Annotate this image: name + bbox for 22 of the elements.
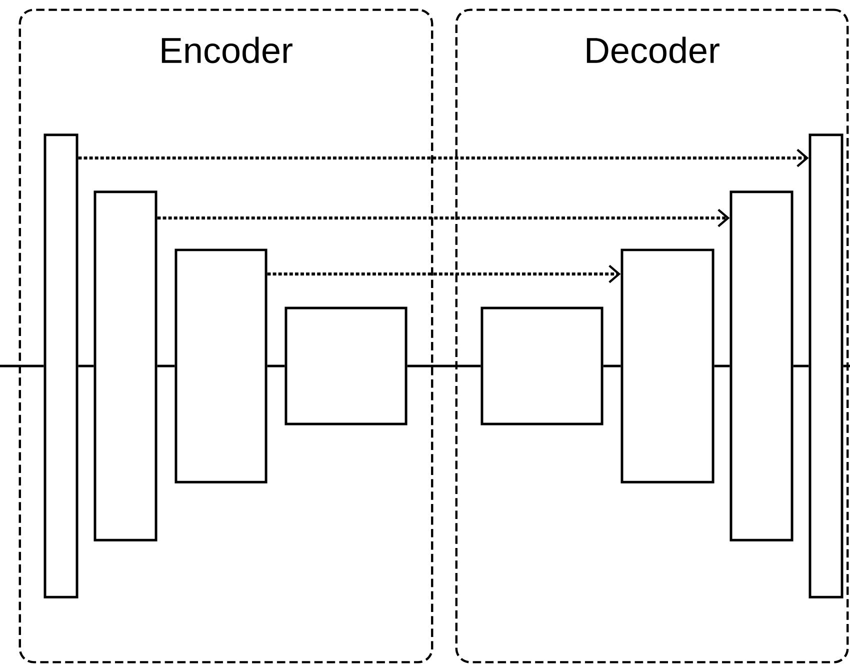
skip-arrow bbox=[78, 148, 809, 168]
connector-line bbox=[843, 364, 850, 368]
connector-line bbox=[267, 364, 285, 368]
layer-box bbox=[480, 306, 604, 426]
skip-arrow bbox=[157, 208, 730, 228]
layer-box bbox=[808, 134, 844, 598]
layer-box bbox=[730, 190, 794, 542]
group-frame: Encoder bbox=[18, 8, 434, 664]
connector-line bbox=[0, 364, 44, 368]
skip-arrow bbox=[267, 264, 621, 284]
layer-box bbox=[620, 248, 714, 484]
connector-line bbox=[78, 364, 94, 368]
layer-box bbox=[44, 134, 78, 598]
connector-line bbox=[603, 364, 621, 368]
connector-line bbox=[157, 364, 175, 368]
layer-box bbox=[94, 190, 158, 542]
group-frame: Decoder bbox=[455, 8, 849, 664]
connector-line bbox=[714, 364, 730, 368]
layer-box bbox=[174, 248, 268, 484]
layer-box bbox=[284, 306, 408, 426]
connector-line bbox=[407, 364, 481, 368]
connector-line bbox=[793, 364, 809, 368]
